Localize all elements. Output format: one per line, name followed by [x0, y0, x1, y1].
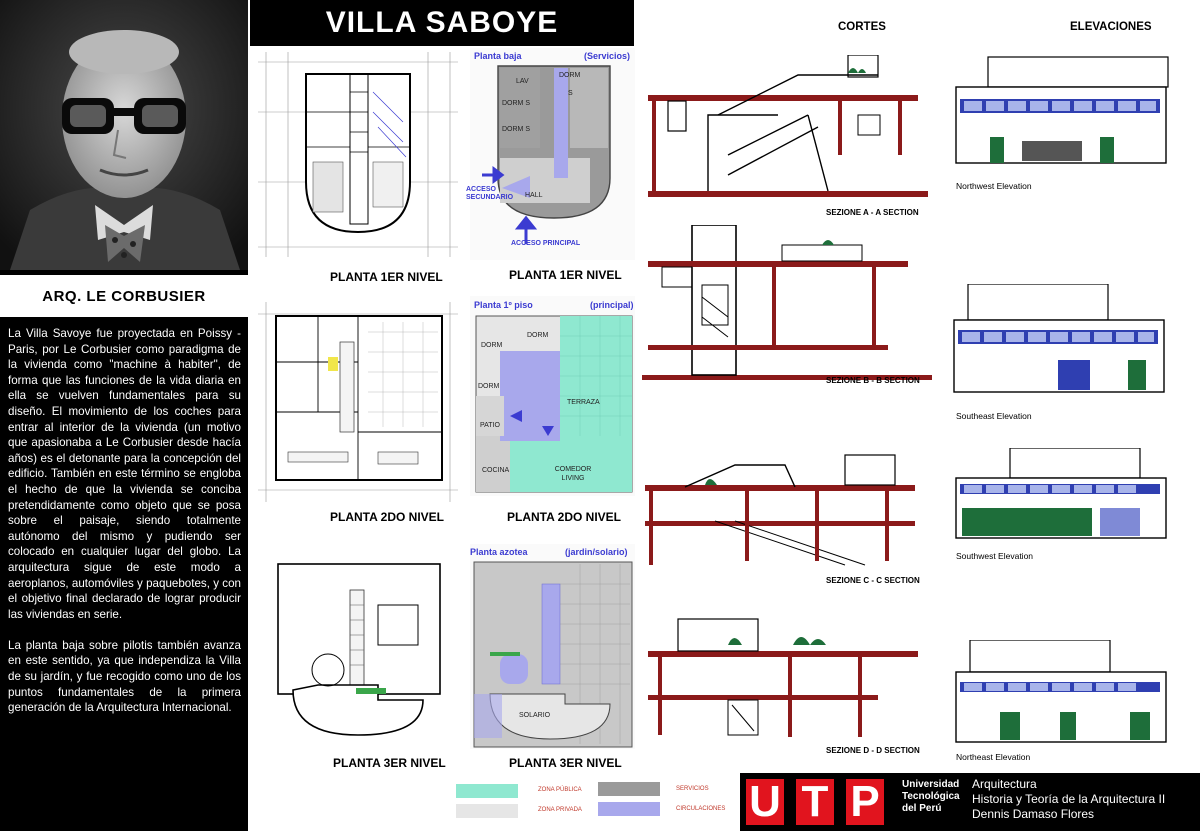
utp-logo: U T P Universidad Tecnológica del Perú: [740, 773, 968, 831]
ground-label-secondary-access: ACCESO SECUNDARIO: [466, 186, 514, 201]
first-label-kitchen: COCINA: [482, 467, 510, 474]
bio-paragraph-2: La planta baja sobre pilotis también ava…: [8, 638, 241, 715]
ground-plan-header-right: (Servicios): [584, 51, 631, 61]
roof-label-solarium: SOLARIO: [519, 712, 551, 719]
legend-label-public: ZONA PÚBLICA: [538, 787, 582, 793]
first-label-dorm-2: DORM: [527, 332, 549, 339]
ground-floor-zoning-plan: [470, 48, 635, 260]
ground-label-hall: HALL: [525, 192, 543, 199]
section-b-caption: SEZIONE B - B SECTION: [826, 376, 920, 385]
plan-caption-2: PLANTA 1ER NIVEL: [509, 268, 622, 282]
plan-caption-5: PLANTA 3ER NIVEL: [333, 756, 446, 770]
legend-label-circulation: CIRCULACIONES: [676, 806, 726, 812]
first-label-living: COMEDOR LIVING: [554, 466, 592, 482]
course-panel: [968, 773, 1200, 831]
bio-paragraph-1: La Villa Savoye fue proyectada en Poissy…: [8, 327, 241, 621]
ground-plan-header-left: Planta baja: [474, 51, 522, 61]
southeast-elevation-caption: Southeast Elevation: [956, 411, 1032, 421]
course-info: Arquitectura Historia y Teoría de la Arq…: [972, 777, 1200, 822]
section-d-drawing: [648, 605, 933, 740]
roof-plan-header-right: (jardin/solario): [565, 547, 628, 557]
left-panel: ARQ. LE CORBUSIER La Villa Savoye fue pr…: [0, 0, 248, 831]
legend-label-private: ZONA PRIVADA: [538, 807, 582, 813]
legend-swatch-services: [598, 782, 660, 796]
section-c-caption: SEZIONE C - C SECTION: [826, 576, 920, 585]
roof-line-plan: [258, 550, 458, 750]
ground-label-dorm-s-1: DORM S: [502, 100, 530, 107]
course-line-2: Historia y Teoría de la Arquitectura II: [972, 792, 1166, 806]
ground-label-s: S: [568, 90, 573, 97]
footer: U T P Universidad Tecnológica del Perú A…: [740, 773, 1200, 831]
legend-swatch-public: [456, 784, 518, 798]
first-label-dorm-3: DORM: [478, 383, 500, 390]
course-line-1: Arquitectura: [972, 777, 1037, 791]
architect-name: ARQ. LE CORBUSIER: [0, 275, 248, 317]
biography: La Villa Savoye fue proyectada en Poissy…: [8, 326, 241, 716]
ground-label-dorm-s-2: DORM S: [502, 126, 530, 133]
plan-caption-1: PLANTA 1ER NIVEL: [330, 270, 443, 284]
logo-letter-u: U: [746, 779, 784, 825]
page-title: VILLA SABOYE: [250, 0, 634, 46]
plan-caption-4: PLANTA 2DO NIVEL: [507, 510, 622, 524]
ground-label-lav: LAV: [516, 78, 529, 85]
southwest-elevation-drawing: [950, 448, 1200, 548]
ground-label-main-access: ACCESO PRINCIPAL: [511, 240, 581, 247]
section-b-drawing: [642, 225, 932, 385]
legend-label-services: SERVICIOS: [676, 786, 709, 792]
ground-label-dorm: DORM: [559, 72, 581, 79]
northeast-elevation-caption: Northeast Elevation: [956, 752, 1031, 762]
plan-caption-3: PLANTA 2DO NIVEL: [330, 510, 445, 524]
university-name: Universidad Tecnológica del Perú: [902, 779, 960, 814]
first-floor-line-plan: [258, 302, 458, 502]
southwest-elevation-caption: Southwest Elevation: [956, 551, 1034, 561]
logo-letter-p: P: [846, 779, 884, 825]
first-label-patio: PATIO: [480, 422, 500, 429]
northwest-elevation-drawing: [950, 55, 1200, 170]
first-plan-header-right: (principal): [590, 300, 634, 310]
portrait-image: [0, 0, 248, 270]
course-line-3: Dennis Damaso Flores: [972, 807, 1095, 821]
northeast-elevation-drawing: [950, 640, 1200, 745]
roof-plan-header-left: Planta azotea: [470, 547, 528, 557]
legend-swatch-private: [456, 804, 518, 818]
logo-letter-t: T: [796, 779, 834, 825]
architect-portrait: [0, 0, 248, 270]
southeast-elevation-drawing: [948, 284, 1200, 394]
sections-heading: CORTES: [838, 21, 886, 33]
first-plan-header-left: Planta 1º piso: [474, 300, 533, 310]
section-c-drawing: [645, 445, 930, 575]
legend-swatch-circulation: [598, 802, 660, 816]
section-a-drawing: [648, 55, 933, 215]
first-label-terrace: TERRAZA: [567, 399, 600, 406]
ground-floor-line-plan: [258, 52, 458, 257]
section-d-caption: SEZIONE D - D SECTION: [826, 746, 920, 755]
section-a-caption: SEZIONE A - A SECTION: [826, 208, 919, 217]
roof-zoning-plan: [470, 544, 635, 749]
first-label-dorm-1: DORM: [481, 342, 503, 349]
elevations-heading: ELEVACIONES: [1070, 21, 1152, 33]
plan-caption-6: PLANTA 3ER NIVEL: [509, 756, 622, 770]
northwest-elevation-caption: Northwest Elevation: [956, 181, 1032, 191]
first-floor-zoning-plan: [470, 296, 635, 496]
